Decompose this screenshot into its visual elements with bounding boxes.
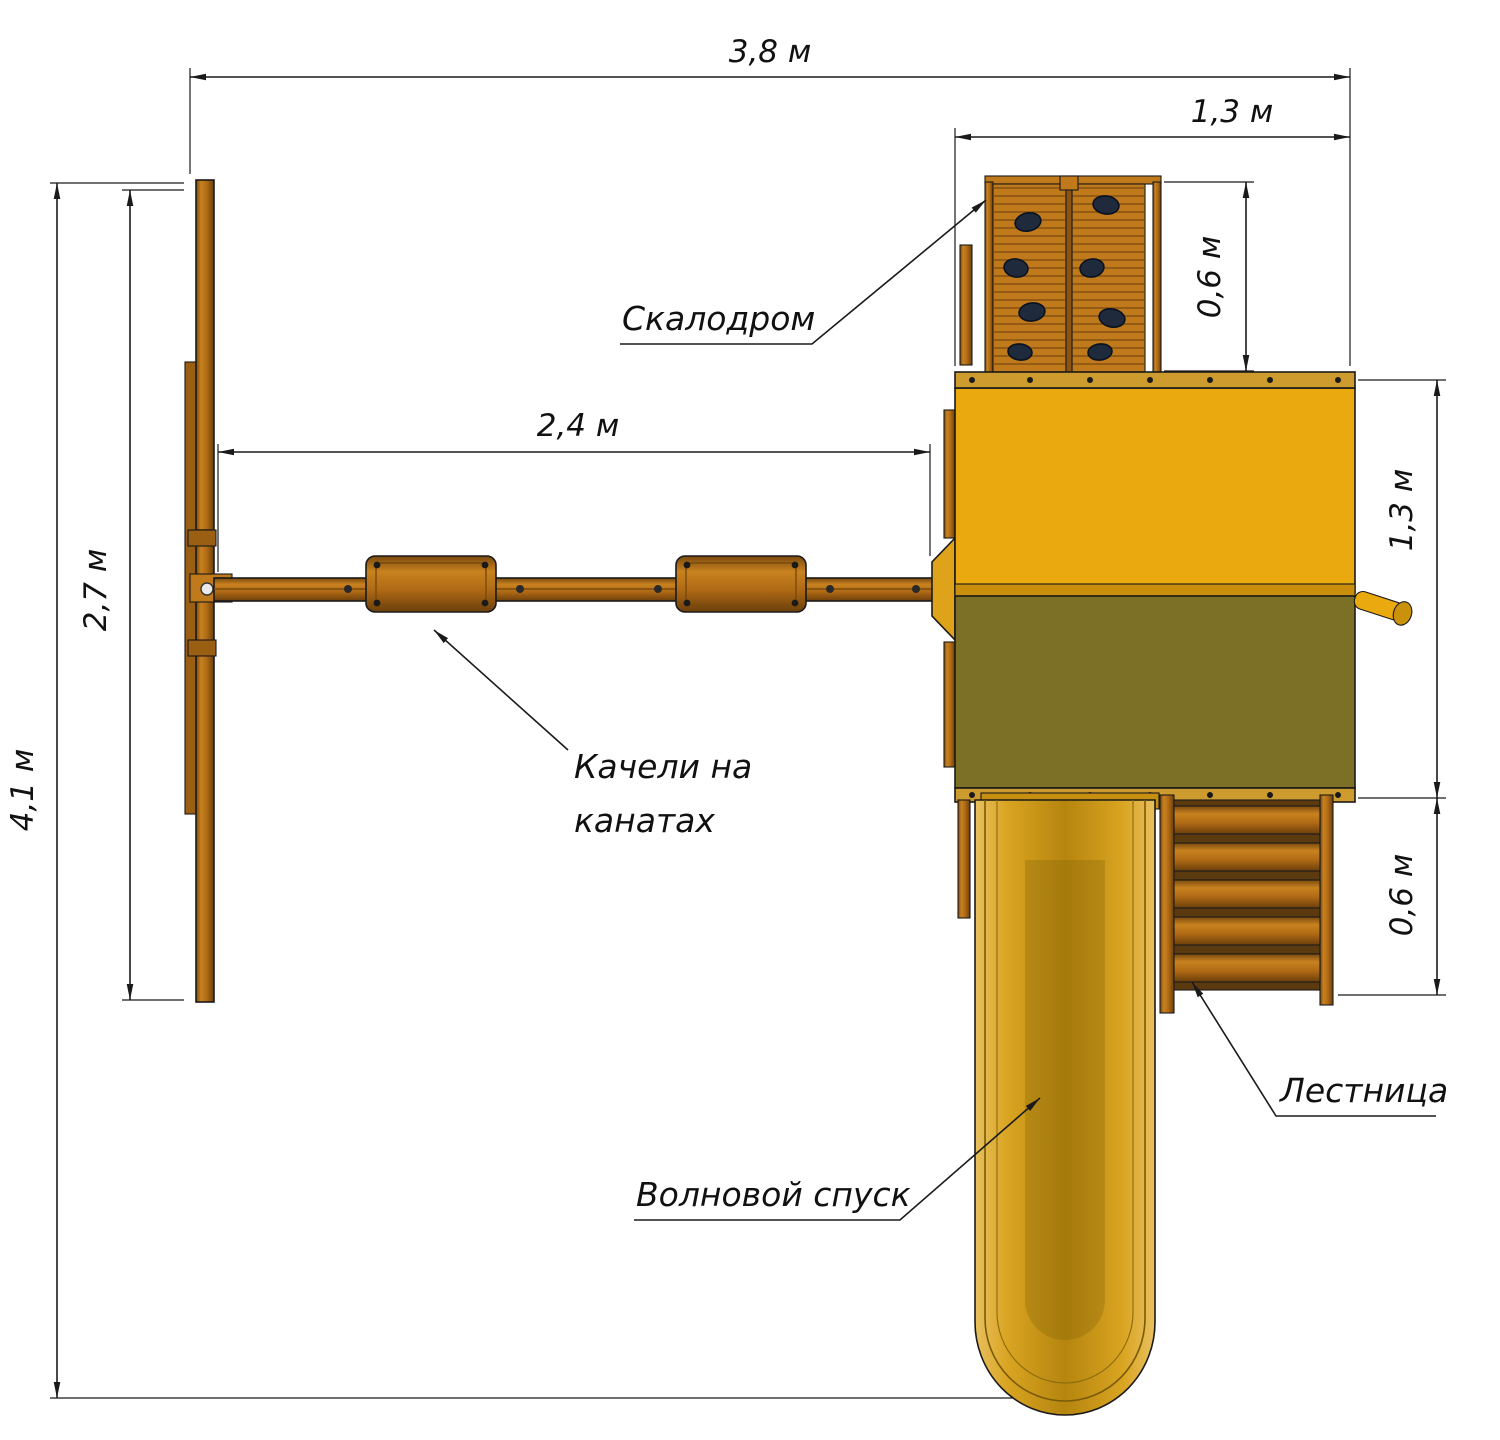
dimension-frame-span: 2,7 м bbox=[78, 189, 184, 1001]
wave-slide bbox=[957, 792, 1160, 1416]
step bbox=[1173, 805, 1321, 835]
dim-total-depth-value: 4,1 м bbox=[5, 749, 41, 832]
climbing-holds bbox=[1003, 195, 1126, 361]
dimension-tower-width: 1,3 м bbox=[954, 94, 1350, 366]
dimension-ladder-depth: 0,6 м bbox=[1338, 798, 1446, 996]
swings-label-line2: канатах bbox=[574, 801, 715, 840]
beam-connector bbox=[931, 536, 956, 642]
label-climbing-wall: Скалодром bbox=[620, 199, 987, 345]
step bbox=[1173, 879, 1321, 909]
dim-climbwall-depth-value: 0,6 м bbox=[1192, 236, 1228, 319]
ladder-stairs bbox=[1159, 794, 1334, 1014]
label-wave-slide: Волновой спуск bbox=[634, 1097, 1041, 1221]
roof-ridge bbox=[954, 583, 1356, 597]
step bbox=[1173, 953, 1321, 983]
wave-slide-label: Волновой спуск bbox=[636, 1175, 911, 1214]
roof-lower bbox=[954, 595, 1356, 789]
dimension-climbwall-depth: 0,6 м bbox=[1164, 181, 1254, 372]
step bbox=[1173, 842, 1321, 872]
swing-seat-2 bbox=[675, 555, 807, 613]
dim-beam-length-value: 2,4 м bbox=[537, 408, 620, 444]
dimension-total-width: 3,8 м bbox=[189, 34, 1351, 366]
side-handle bbox=[1353, 590, 1413, 626]
tower-platform bbox=[931, 371, 1413, 803]
swings-label-line1: Качели на bbox=[574, 747, 752, 786]
climbing-wall bbox=[959, 175, 1162, 373]
label-swings: Качели на канатах bbox=[433, 629, 752, 840]
label-ladder: Лестница bbox=[1191, 981, 1448, 1117]
swing-frame bbox=[184, 179, 233, 1003]
dimension-total-depth: 4,1 м bbox=[5, 182, 1110, 1399]
step bbox=[1173, 916, 1321, 946]
frame-bolt bbox=[200, 582, 214, 596]
roof-edge-top bbox=[954, 371, 1356, 389]
dim-ladder-depth-value: 0,6 м bbox=[1384, 854, 1420, 937]
dim-total-width-value: 3,8 м bbox=[729, 34, 812, 70]
roof-upper bbox=[954, 387, 1356, 594]
swing-beam bbox=[213, 577, 956, 602]
dim-frame-span-value: 2,7 м bbox=[78, 549, 114, 632]
ladder-label: Лестница bbox=[1279, 1071, 1448, 1110]
dimension-tower-depth: 1,3 м bbox=[1358, 379, 1446, 799]
side-post bbox=[959, 244, 973, 366]
climbing-wall-label: Скалодром bbox=[622, 299, 815, 338]
dimension-beam-length: 2,4 м bbox=[217, 408, 931, 572]
dim-tower-depth-value: 1,3 м bbox=[1384, 469, 1420, 552]
swing-seat-1 bbox=[365, 555, 497, 613]
dim-tower-width-value: 1,3 м bbox=[1191, 94, 1274, 130]
side-post bbox=[957, 799, 971, 919]
